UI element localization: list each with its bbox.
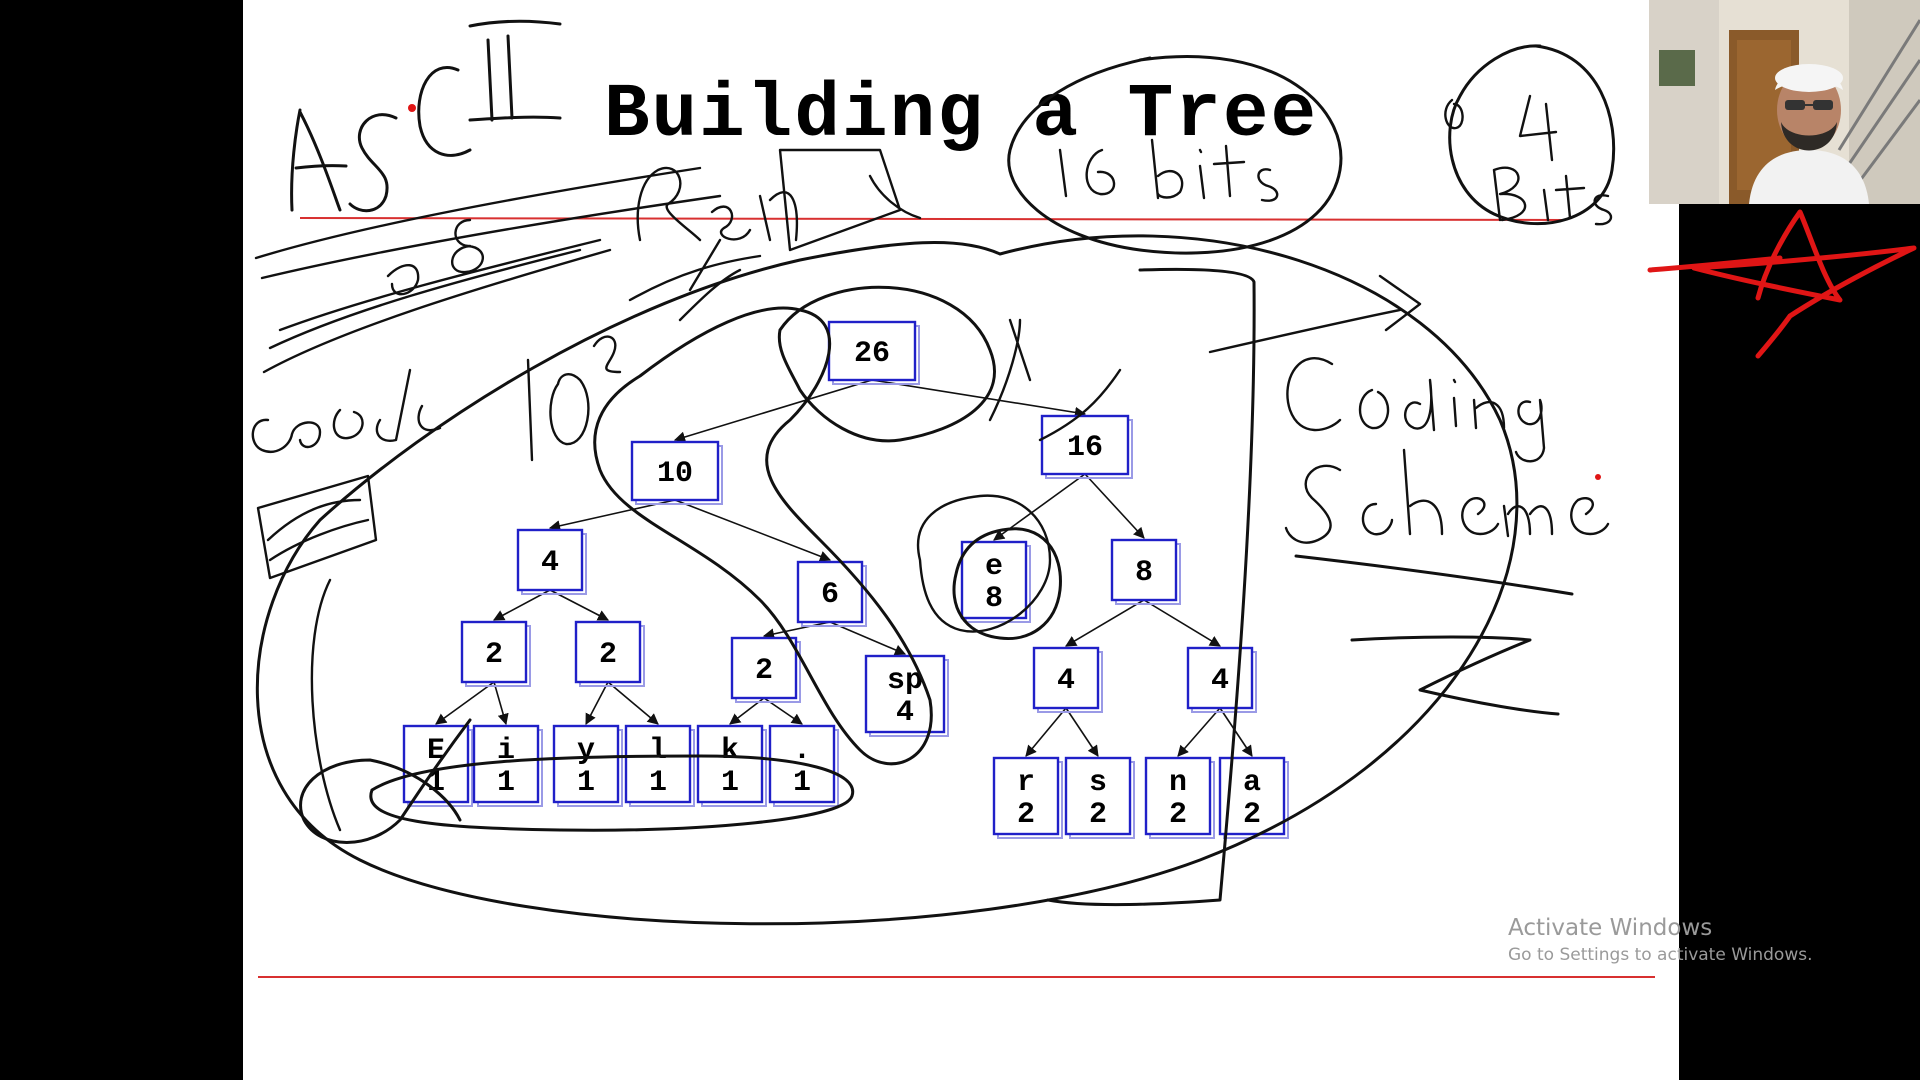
tree-node-label: 4 xyxy=(1057,664,1075,698)
tree-node-label: 26 xyxy=(854,337,890,371)
tree-node-label: 1 xyxy=(721,766,739,800)
tree-node-label: 2 xyxy=(599,638,617,672)
tree-node: n2 xyxy=(1146,758,1214,838)
tree-edge xyxy=(675,380,872,440)
tree-node-label: 2 xyxy=(1089,798,1107,832)
tree-edge xyxy=(872,380,1085,414)
tree-node-label: 2 xyxy=(485,638,503,672)
tree-node-label: a xyxy=(1243,766,1261,800)
ink-ten-power xyxy=(528,337,620,460)
ink-scheme-underline xyxy=(1296,556,1572,594)
watermark-subtitle: Go to Settings to activate Windows. xyxy=(1508,945,1813,965)
tree-node-label: 1 xyxy=(793,766,811,800)
tree-node: s2 xyxy=(1066,758,1134,838)
ink-16bits-circle xyxy=(1009,57,1341,254)
red-dot xyxy=(1595,474,1601,480)
tree-node-label: r xyxy=(1017,766,1035,800)
tree-node: .1 xyxy=(770,726,838,806)
tree-node-label: 10 xyxy=(657,457,693,491)
tree-node-label: 4 xyxy=(541,546,559,580)
ink-ascii-underline xyxy=(256,168,720,278)
tree-node-label: 1 xyxy=(649,766,667,800)
tree-edge xyxy=(1144,600,1220,646)
tree-edge xyxy=(1066,708,1098,756)
tree-node-label: 1 xyxy=(577,766,595,800)
tree-edge xyxy=(586,682,608,724)
tree-node: i1 xyxy=(474,726,542,806)
tree-edge xyxy=(436,682,494,724)
tree-node-label: l xyxy=(649,734,667,768)
tree-node: 2 xyxy=(462,622,530,686)
ink-rem-scribble xyxy=(630,150,920,320)
tree-node: sp4 xyxy=(866,656,948,736)
tree-edge xyxy=(764,622,830,636)
tree-node-label: 2 xyxy=(755,654,773,688)
ink-16bits-text xyxy=(1060,140,1277,201)
tree-edge xyxy=(1066,600,1144,646)
tree-node: r2 xyxy=(994,758,1062,838)
tree-node: 8 xyxy=(1112,540,1180,604)
tree-node: 6 xyxy=(798,562,866,626)
ink-boxed-scribble xyxy=(258,476,376,578)
tree-node-label: 1 xyxy=(497,766,515,800)
tree-node-label: 2 xyxy=(1017,798,1035,832)
ink-ascii-scribble xyxy=(292,21,560,211)
tree-node: 2 xyxy=(576,622,644,686)
tree-node-label: 4 xyxy=(1211,664,1229,698)
tree-node: 4 xyxy=(518,530,586,594)
tree-node: 10 xyxy=(632,442,722,504)
tree-edge xyxy=(1085,474,1144,538)
ink-coding-text xyxy=(1287,358,1544,461)
tree-node: l1 xyxy=(626,726,694,806)
tree-node-label: 8 xyxy=(985,582,1003,616)
tree-node-label: 4 xyxy=(896,696,914,730)
tree-edge xyxy=(494,682,506,724)
tree-node: 16 xyxy=(1042,416,1132,478)
watermark-title: Activate Windows xyxy=(1508,915,1813,941)
tree-edge xyxy=(608,682,658,724)
tree-node: 26 xyxy=(829,322,919,384)
tree-node-label: y xyxy=(577,734,595,768)
tree-edge xyxy=(1178,708,1220,756)
red-dot xyxy=(408,104,416,112)
ink-scheme-text xyxy=(1286,450,1608,543)
tree-node-label: 2 xyxy=(1169,798,1187,832)
tree-node-label: 6 xyxy=(821,578,839,612)
tree-node-label: k xyxy=(721,734,739,768)
tree-node-label: n xyxy=(1169,766,1187,800)
ink-code-writing xyxy=(253,370,440,452)
windows-activation-watermark: Activate Windows Go to Settings to activ… xyxy=(1508,915,1813,965)
tree-node-label: 16 xyxy=(1067,431,1103,465)
webcam-image xyxy=(1649,0,1920,204)
tree-node-label: 8 xyxy=(1135,556,1153,590)
ink-arrow-top xyxy=(1210,276,1420,352)
tree-node: 4 xyxy=(1034,648,1102,712)
tree-node-label: 2 xyxy=(1243,798,1261,832)
title-rule xyxy=(300,218,1565,220)
ink-4bits-text xyxy=(1445,96,1611,224)
webcam-feed xyxy=(1649,0,1920,204)
tree-node: y1 xyxy=(554,726,622,806)
tree-node: 4 xyxy=(1188,648,1256,712)
tree-node-label: E xyxy=(427,734,445,768)
tree-node-label: e xyxy=(985,550,1003,584)
tree-node: e8 xyxy=(962,542,1030,622)
tree-node-label: s xyxy=(1089,766,1107,800)
tree-node: k1 xyxy=(698,726,766,806)
tree-edge xyxy=(1026,708,1066,756)
tree-node: 2 xyxy=(732,638,800,702)
red-star-annotation xyxy=(1650,212,1914,356)
